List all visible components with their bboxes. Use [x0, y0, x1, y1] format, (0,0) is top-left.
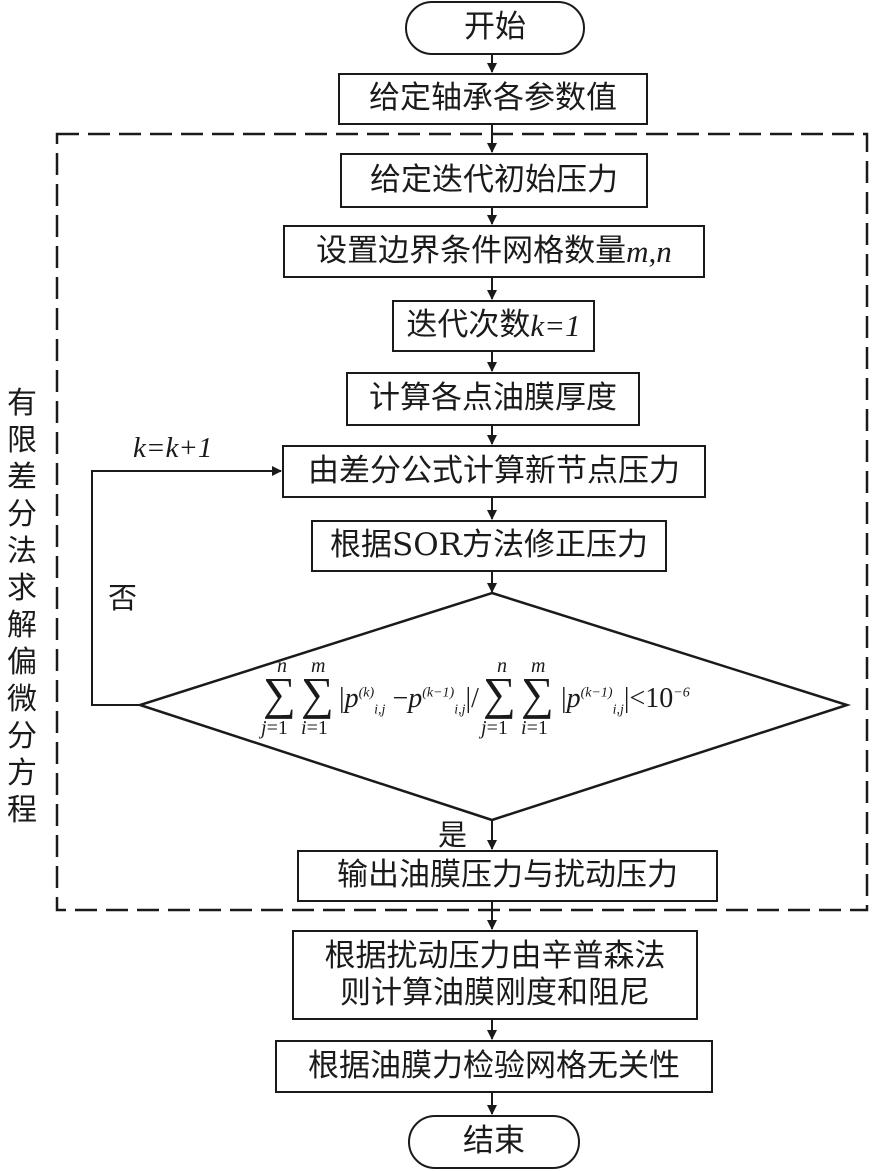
sum-symbol: ∑ — [483, 668, 516, 719]
grid-vars: m,n — [626, 233, 672, 269]
end-label: 结束 — [463, 1123, 525, 1160]
step-set-bearing-params: 给定轴承各参数值 — [338, 73, 648, 125]
denominator-term: |p(k−1)i,j|<10−6 — [561, 683, 690, 718]
step-label: 给定迭代初始压力 — [370, 161, 618, 198]
step-simpson-stiffness-damping: 根据扰动压力由辛普森法 则计算油膜刚度和阻尼 — [292, 930, 698, 1020]
group-label-char: 法 — [7, 534, 37, 569]
step-label-line1: 根据扰动压力由辛普森法 — [324, 937, 666, 974]
no-label: 否 — [108, 581, 138, 615]
convergence-decision — [135, 591, 852, 822]
step-label: 迭代次数 — [406, 307, 531, 344]
group-label-char: 分 — [7, 719, 37, 754]
group-label-char: 差 — [7, 460, 37, 495]
sum-symbol: ∑ — [521, 668, 554, 719]
group-label-char: 分 — [7, 497, 37, 532]
arrow-loop-no — [91, 466, 282, 706]
group-label-char: 偏 — [7, 645, 37, 680]
group-vertical-label: 有限差分法求解偏微分方程 — [4, 385, 40, 829]
step-initial-pressure: 给定迭代初始压力 — [340, 153, 648, 208]
sum-upper: m — [531, 655, 546, 677]
sum-lower: i=1 — [301, 717, 328, 739]
sum-upper: n — [497, 655, 507, 677]
sum-upper: m — [311, 655, 326, 677]
sum-upper: n — [277, 655, 287, 677]
sum-lower: j=1 — [481, 717, 508, 739]
loop-increment-label: k=k+1 — [133, 432, 213, 464]
step-sor-correction: 根据SOR方法修正压力 — [311, 520, 667, 572]
numerator-term: |p(k)i,j −p(k−1)i,j|/ — [339, 683, 479, 718]
step-label: 计算各点油膜厚度 — [369, 380, 617, 417]
end-node: 结束 — [408, 1115, 580, 1169]
step-label: 给定轴承各参数值 — [369, 80, 617, 117]
convergence-formula: ∑ n j=1 ∑ m i=1 |p(k)i,j −p(k−1)i,j|/ ∑ … — [255, 655, 745, 765]
step-label: 输出油膜压力与扰动压力 — [337, 857, 678, 894]
group-label-char: 解 — [7, 608, 37, 643]
sum-lower: i=1 — [521, 717, 548, 739]
yes-label: 是 — [438, 818, 468, 852]
start-node: 开始 — [405, 1, 585, 55]
iter-expr: k=1 — [530, 308, 581, 344]
group-label-char: 程 — [7, 793, 37, 828]
finite-difference-group-border — [55, 132, 869, 912]
start-label: 开始 — [464, 9, 526, 46]
step-label: 由差分公式计算新节点压力 — [308, 452, 680, 489]
step-grid-independence: 根据油膜力检验网格无关性 — [275, 1040, 713, 1093]
group-label-char: 限 — [7, 423, 37, 458]
step-label-line2: 则计算油膜刚度和阻尼 — [340, 975, 650, 1011]
step-label: 根据SOR方法修正压力 — [330, 527, 648, 564]
group-label-char: 求 — [7, 571, 37, 606]
step-film-thickness: 计算各点油膜厚度 — [346, 372, 640, 426]
step-output-pressure: 输出油膜压力与扰动压力 — [297, 850, 718, 902]
sum-lower: j=1 — [261, 717, 288, 739]
group-label-char: 微 — [7, 682, 37, 717]
step-difference-pressure: 由差分公式计算新节点压力 — [282, 445, 706, 498]
group-label-char: 方 — [7, 756, 37, 791]
group-label-char: 有 — [7, 386, 37, 421]
sum-symbol: ∑ — [301, 668, 334, 719]
step-label: 根据油膜力检验网格无关性 — [308, 1047, 680, 1084]
sum-symbol: ∑ — [263, 668, 296, 719]
step-label: 设置边界条件网格数量 — [316, 232, 627, 269]
